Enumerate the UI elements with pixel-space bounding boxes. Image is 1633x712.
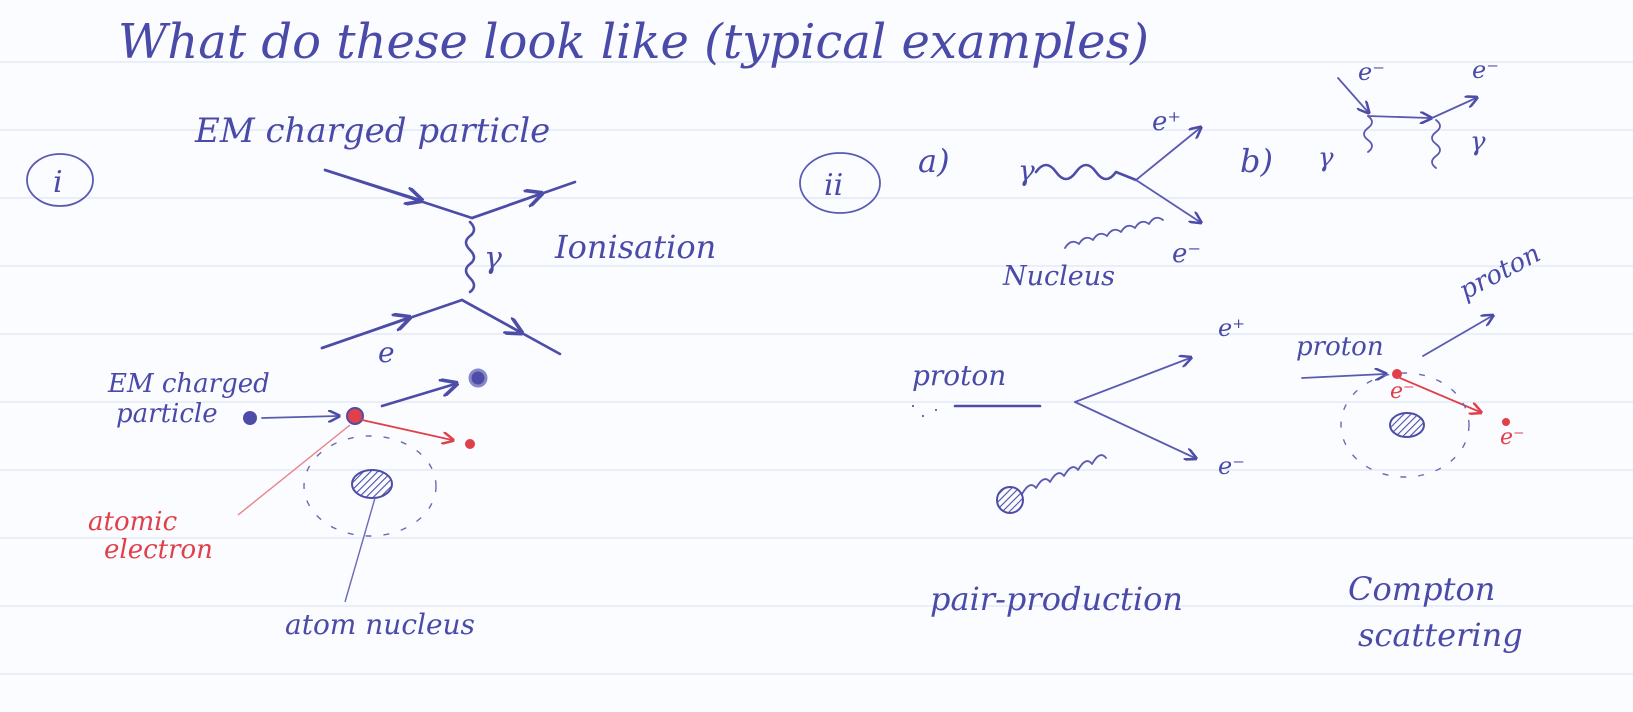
part-b-gamma-out: γ — [1470, 127, 1486, 157]
section-ii-marker-circle — [799, 152, 881, 214]
incoming-particle-label-2: particle — [116, 399, 218, 429]
compton-electron-dot — [1392, 369, 1402, 379]
pair-positron-track — [1074, 358, 1190, 403]
section-i-marker-circle — [26, 153, 94, 207]
section-i-marker: i — [53, 165, 63, 200]
section-i-heading: EM charged particle — [194, 111, 550, 151]
ionisation-diagram: γ Ionisation e — [320, 168, 716, 369]
pair-nucleus — [996, 486, 1024, 514]
incoming-particle-arrow — [323, 168, 420, 200]
incoming-particle-dot — [243, 411, 257, 425]
compton-scattered-dot — [1502, 418, 1510, 426]
part-b-electron-in-line — [1337, 77, 1368, 112]
atom-nucleus — [351, 469, 393, 499]
compton-scattered-track — [1399, 377, 1480, 412]
part-b-photon-out — [1431, 119, 1441, 169]
page-title: What do these look like (typical example… — [118, 14, 1149, 70]
compton-caption-line2: scattering — [1358, 616, 1523, 654]
electron-in-arrow — [320, 318, 408, 350]
pair-incoming-label: proton — [912, 359, 1006, 392]
pair-positron-label: e⁺ — [1218, 314, 1245, 342]
compton-caption-line1: Compton — [1348, 570, 1495, 608]
atomic-electron-label-2: electron — [104, 535, 213, 565]
atomic-electron-label: atomic — [88, 507, 178, 537]
part-b-electron-in-label: e⁻ — [1358, 58, 1385, 86]
part-a-gamma: γ — [1018, 154, 1035, 187]
compton-nucleus — [1389, 412, 1425, 438]
photon-gamma: γ — [484, 241, 502, 276]
photon-propagator — [464, 220, 476, 294]
atomic-electron-pointer — [237, 424, 351, 516]
part-b-label: b) — [1240, 142, 1273, 180]
nucleus-label: atom nucleus — [285, 608, 475, 641]
electron-label: e — [378, 336, 395, 369]
part-a-label: a) — [918, 142, 950, 180]
pair-electron-label: e⁻ — [1218, 452, 1245, 480]
pair-production-caption: pair-production — [930, 580, 1183, 618]
compton-incoming-label: proton — [1296, 332, 1384, 362]
compton-orbit — [1340, 372, 1470, 478]
part-a-nucleus-label: Nucleus — [1002, 261, 1115, 292]
electron-orbit — [303, 435, 437, 537]
part-a-electron-line — [1135, 179, 1200, 222]
part-a-positron-label: e⁺ — [1152, 107, 1181, 137]
ionisation-atom-sketch: EM charged particle atomic electron atom… — [88, 368, 488, 641]
compton-incoming-track — [1301, 374, 1385, 378]
incoming-track — [261, 416, 338, 418]
compton-outgoing-label: proton — [1454, 239, 1545, 307]
part-b-photon-in — [1363, 115, 1373, 153]
electron-out-arrow — [460, 298, 520, 332]
pair-incoming-dots — [912, 405, 937, 417]
ejected-electron-track — [361, 419, 452, 440]
part-a-positron-line — [1135, 128, 1200, 181]
compton-scattered-label: e⁻ — [1500, 425, 1525, 450]
particle-outgoing-dot — [468, 368, 488, 388]
part-b-gamma-in: γ — [1318, 143, 1334, 173]
section-i: i EM charged particle γ Ionisation e EM … — [26, 111, 716, 641]
ionisation-label: Ionisation — [554, 228, 716, 266]
pair-production-sketch: proton e⁺ e⁻ pair-production — [912, 314, 1245, 618]
incoming-particle-label: EM charged — [107, 369, 270, 399]
section-ii: ii a) γ e⁺ e⁻ Nucleus b) e⁻ e⁻ γ γ pro — [799, 56, 1546, 654]
compton-outgoing-track — [1422, 316, 1492, 357]
pair-electron-track — [1074, 401, 1195, 458]
pair-photon-wave — [1021, 454, 1107, 495]
part-a-nucleus-photon — [1064, 216, 1164, 249]
part-b-electron-out-label: e⁻ — [1472, 56, 1499, 84]
part-a-electron-label: e⁻ — [1172, 239, 1201, 269]
part-b-electron-out-line — [1431, 98, 1476, 119]
outgoing-particle-arrow — [470, 194, 540, 220]
nucleus-pointer — [344, 497, 376, 603]
part-a-photon-wave — [1034, 163, 1138, 182]
compton-sketch: proton e⁻ proton e⁻ Compton scattering — [1296, 239, 1546, 654]
atomic-electron-dot — [346, 407, 364, 425]
part-b-propagator — [1367, 116, 1430, 118]
particle-outgoing-track — [380, 384, 455, 408]
ejected-electron-dot — [465, 439, 475, 449]
section-ii-marker: ii — [824, 168, 843, 203]
